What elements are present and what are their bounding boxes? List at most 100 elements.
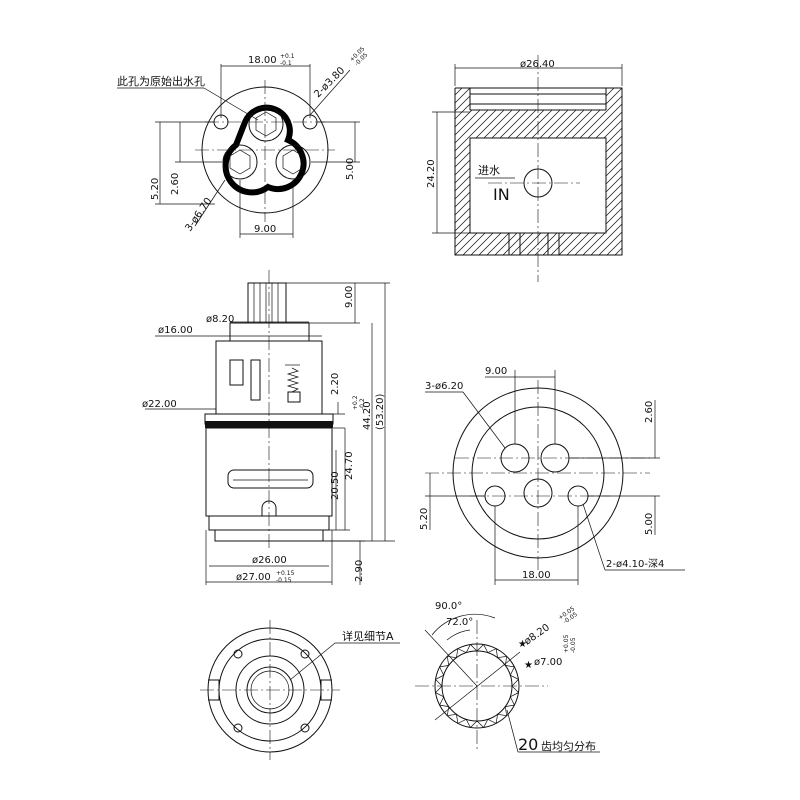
section-hatch-line <box>606 88 622 255</box>
section-hatch-line <box>455 88 599 255</box>
section-hatch-line <box>614 88 622 255</box>
section-hatch-line <box>558 88 622 255</box>
inlet-label-en: IN <box>493 185 510 204</box>
elev-stem-dia: ø8.20 <box>206 314 234 325</box>
section-hatch-line <box>455 88 559 255</box>
spline-detail-view: 90.0° 72.0° ★ ø8.20 +0.05 -0.05 ★ ø7.00 … <box>415 601 600 754</box>
section-hatch-line <box>703 88 800 255</box>
section-hatch-line <box>455 88 543 255</box>
elev-outer-tol-lower: -0.15 <box>276 577 292 584</box>
top-port-view: 18.00 +0.1 -0.1 此孔为原始出水孔 2-ø3.80 +0.05 -… <box>117 45 370 238</box>
bottom-view: 5.20 5.00 2.60 9.00 18.00 3-ø6.20 2-ø4.1… <box>419 366 685 585</box>
section-hatch-line <box>455 88 591 255</box>
top-dim-2-60: 2.60 <box>170 173 181 195</box>
detail-ref-label: 详见细节A <box>342 629 394 643</box>
section-hatch-line <box>550 88 622 255</box>
section-hatch-line <box>671 88 800 255</box>
section-hatch-line <box>455 88 519 255</box>
section-hatch-line <box>455 88 607 255</box>
elev-44-tol-upper: +0.2 <box>352 395 359 410</box>
elev-base-dia: ø26.00 <box>252 555 287 566</box>
section-hatch-line <box>455 88 479 255</box>
section-hatch-line <box>663 88 800 255</box>
section-hatch-line <box>542 88 622 255</box>
section-hatch-line <box>455 88 503 255</box>
bottom-dim-5-00: 5.00 <box>644 513 655 535</box>
top-dim-5-20: 5.20 <box>150 178 161 200</box>
section-hatch-line <box>631 88 798 255</box>
elev-stem-height: 9.00 <box>344 286 355 308</box>
elev-dim-53-20: (53.20) <box>375 393 386 430</box>
section-hatch-line <box>455 88 527 255</box>
pin-holes-dim: 2-ø3.80 <box>312 65 347 100</box>
angle-72: 72.0° <box>446 617 473 628</box>
ports-dim: 3-ø6.70 <box>183 196 214 234</box>
section-hatch-line <box>455 88 471 255</box>
section-hatch-line <box>711 88 800 255</box>
angle-90: 90.0° <box>435 601 462 612</box>
elev-dim-24-70: 24.70 <box>344 451 355 480</box>
section-hatch-line <box>455 88 487 255</box>
section-hatch-line <box>687 88 800 255</box>
bottom-dim-5-20: 5.20 <box>419 508 430 530</box>
top-dim-5-00: 5.00 <box>345 158 356 180</box>
detail-inner-tol-lower: -0.05 <box>570 637 577 653</box>
elev-44-tol-lower: -0.2 <box>359 398 366 410</box>
section-hatch-line <box>582 88 622 255</box>
inlet-label-cn: 进水 <box>478 164 500 177</box>
bottom-dim-9-00: 9.00 <box>485 366 507 377</box>
section-view: ø26.40 24.20 进水 IN <box>426 55 800 282</box>
section-hatch-line <box>455 88 511 255</box>
section-dia-dim: ø26.40 <box>520 59 555 70</box>
section-hatch-line <box>486 88 622 255</box>
elev-dim-2-20: 2.20 <box>330 373 341 395</box>
elev-body-upper-dia: ø22.00 <box>142 399 177 410</box>
section-hatch-line <box>502 88 622 255</box>
detail-inner-dim: ø7.00 <box>534 657 562 668</box>
section-hatch-line <box>639 88 800 255</box>
detail-star-inner: ★ <box>524 660 533 671</box>
detail-star-outer: ★ <box>518 639 527 650</box>
section-hatch-line <box>623 88 790 255</box>
section-hatch-line <box>526 88 622 255</box>
section-hatch-line <box>455 88 535 255</box>
section-height-dim: 24.20 <box>426 159 437 188</box>
elevation-view: 9.00 2.20 44.20 +0.2 -0.2 (53.20) 24.70 … <box>142 270 395 585</box>
section-hatch-line <box>518 88 622 255</box>
elev-dim-2-90: 2.90 <box>354 560 365 582</box>
bottom-dim-2-60: 2.60 <box>644 401 655 423</box>
section-hatch-line <box>590 88 622 255</box>
elev-dim-44-20: 44.20 <box>362 401 373 430</box>
section-hatch-line <box>647 88 800 255</box>
bottom-ports-dim: 3-ø6.20 <box>425 381 463 392</box>
detail-outer-dim: ø8.20 <box>522 622 552 647</box>
elev-outer-tol-upper: +0.15 <box>276 570 295 577</box>
section-hatch-line <box>478 88 622 255</box>
section-hatch-line <box>455 88 495 255</box>
section-hatch-line <box>655 88 800 255</box>
detail-inner-tol-upper: +0.05 <box>563 634 570 653</box>
top-width-tol-upper: +0.1 <box>280 53 295 60</box>
plan-view: 详见细节A <box>200 620 400 760</box>
section-hatch-line <box>598 88 622 255</box>
section-hatch-line <box>510 88 622 255</box>
teeth-note: 齿均匀分布 <box>541 740 596 753</box>
elev-cap-dia: ø16.00 <box>158 325 193 336</box>
original-outlet-note: 此孔为原始出水孔 <box>117 74 205 88</box>
teeth-count: 20 <box>518 735 538 754</box>
section-hatch-line <box>455 88 551 255</box>
section-hatch-line <box>534 88 622 255</box>
top-dim-9-00: 9.00 <box>254 224 276 235</box>
top-width-dim: 18.00 <box>248 55 277 66</box>
section-hatch-line <box>566 88 622 255</box>
elev-dim-20-50: 20.50 <box>330 471 341 500</box>
section-hatch-line <box>679 88 800 255</box>
top-width-tol-lower: -0.1 <box>280 60 292 67</box>
bottom-dim-18-00: 18.00 <box>522 570 551 581</box>
elev-outer-dia: ø27.00 <box>236 572 271 583</box>
section-hatch-line <box>695 88 800 255</box>
section-hatch-line <box>494 88 622 255</box>
bottom-small-holes-dim: 2-ø4.10-深4 <box>606 558 664 570</box>
section-hatch-line <box>574 88 622 255</box>
